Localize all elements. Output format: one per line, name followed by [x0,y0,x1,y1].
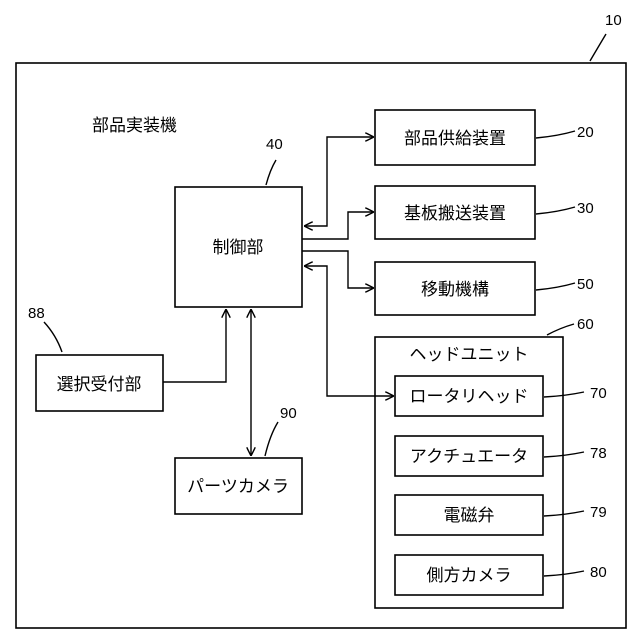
actuator-label: アクチュエータ [410,447,528,467]
feeder-ref: 20 [577,124,594,141]
parts-camera-ref: 90 [280,405,297,422]
moving-label: 移動機構 [421,280,489,300]
board-label: 基板搬送装置 [404,204,506,224]
selection-ref: 88 [28,305,45,322]
machine-leader [590,34,606,61]
parts-camera-label: パーツカメラ [187,477,289,497]
board-ref: 30 [577,200,594,217]
actuator-ref: 78 [590,445,607,462]
control-label: 制御部 [213,238,264,258]
side-camera-label: 側方カメラ [427,566,512,586]
head-unit-label: ヘッドユニット [410,345,529,365]
selection-label: 選択受付部 [57,375,142,395]
solenoid-ref: 79 [590,504,607,521]
feeder-label: 部品供給装置 [404,129,506,149]
machine-title: 部品実装機 [92,116,177,136]
moving-ref: 50 [577,276,594,293]
side-camera-ref: 80 [590,564,607,581]
machine-ref: 10 [605,12,622,29]
rotary-head-label: ロータリヘッド [410,387,529,407]
control-ref: 40 [266,136,283,153]
solenoid-label: 電磁弁 [444,506,495,526]
head-unit-ref: 60 [577,316,594,333]
rotary-head-ref: 70 [590,385,607,402]
